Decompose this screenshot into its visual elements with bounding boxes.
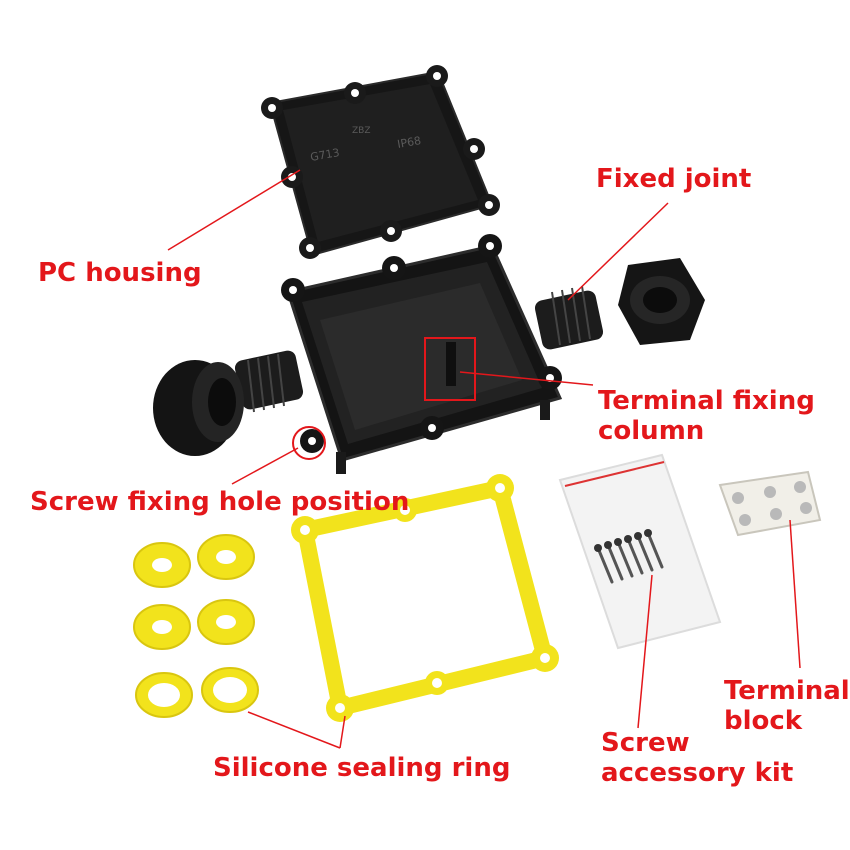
lid-rating: IP68: [396, 134, 422, 151]
label-silicone-sealing-ring: Silicone sealing ring: [213, 753, 511, 783]
housing-lid: ZBZ G713 IP68: [261, 65, 500, 259]
label-fixed-joint: Fixed joint: [596, 164, 752, 194]
silicone-gasket: [291, 474, 559, 722]
screw-hole-highlight: [292, 426, 326, 460]
leader-lines: [167, 169, 801, 749]
terminal-block: [718, 470, 822, 537]
label-line: Terminal fixing: [598, 386, 815, 416]
label-line: Terminal: [724, 676, 850, 706]
label-terminal-block: Terminal block: [724, 676, 850, 736]
gland-nut-left: [153, 360, 244, 456]
label-screw-accessory-kit: Screw accessory kit: [601, 728, 793, 788]
label-line: accessory kit: [601, 758, 794, 788]
fixed-joint-left: [234, 350, 304, 413]
silicone-rings: [133, 534, 259, 718]
label-line: Screw: [601, 728, 690, 758]
lid-model: G713: [309, 146, 340, 164]
terminal-fixing-column: [424, 337, 476, 401]
lid-brand: ZBZ: [352, 126, 371, 136]
label-pc-housing: PC housing: [38, 258, 202, 288]
fixed-joint-right: [534, 285, 604, 350]
label-line: block: [724, 706, 803, 736]
label-terminal-fixing-column: Terminal fixing column: [598, 386, 815, 446]
gland-nut-right: [618, 258, 705, 345]
label-screw-fixing-hole: Screw fixing hole position: [30, 487, 410, 517]
label-line: column: [598, 416, 705, 446]
screw-bag: [558, 453, 722, 650]
